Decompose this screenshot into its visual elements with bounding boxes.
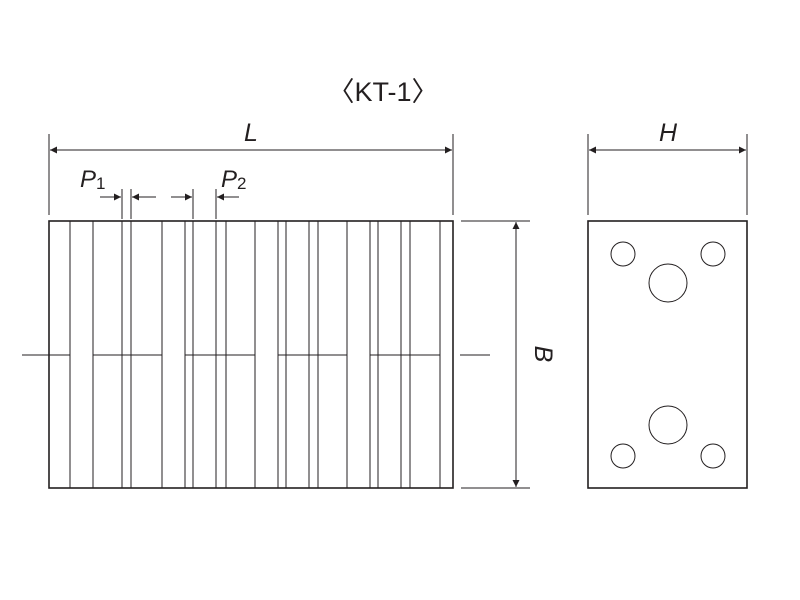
mounting-hole-bottom-left	[610, 443, 636, 469]
front-view	[22, 220, 490, 489]
dimension-label-p1-sub: 1	[96, 174, 105, 193]
mounting-hole-top-left	[610, 241, 636, 267]
center-hole-top	[648, 263, 688, 303]
dimension-label-b: B	[529, 346, 557, 363]
center-hole-bottom	[648, 405, 688, 445]
drawing-title: 〈KT-1〉	[327, 77, 438, 107]
side-view	[587, 220, 748, 489]
dimension-label-l: L	[244, 119, 258, 147]
dimension-label-p2-main: P	[221, 166, 237, 193]
dimension-label-p2: P2	[221, 166, 246, 193]
dimension-label-p2-sub: 2	[237, 174, 246, 193]
dimension-label-p1-main: P	[80, 166, 96, 193]
dimension-label-h: H	[659, 119, 678, 147]
dimension-pitch-1: P1	[80, 166, 156, 219]
side-view-outline	[587, 220, 748, 489]
dimension-pitch-2: P2	[171, 166, 246, 219]
dimension-breadth: B	[461, 220, 557, 489]
dimension-label-p1: P1	[80, 166, 105, 193]
dimension-length: L	[48, 119, 454, 215]
mounting-hole-bottom-right	[700, 443, 726, 469]
dimension-height: H	[587, 119, 748, 215]
mounting-hole-top-right	[700, 241, 726, 267]
